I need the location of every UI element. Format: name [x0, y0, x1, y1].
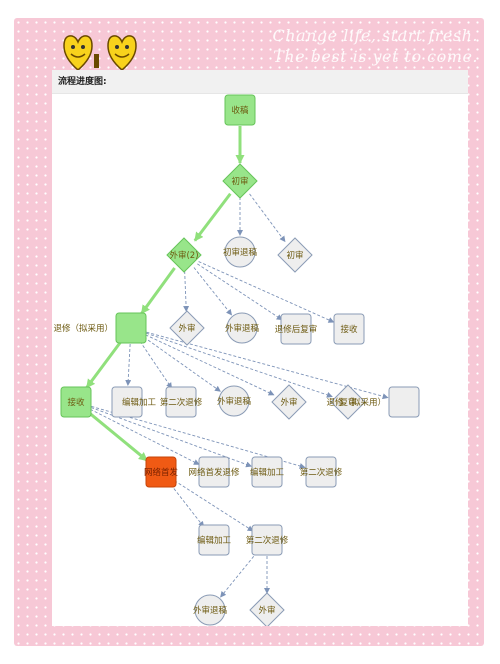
flow-node-label: 接收: [340, 324, 358, 335]
flow-node-label: 外审: [258, 605, 275, 616]
flow-node-label: 外审: [280, 397, 297, 408]
flow-edge-waishen2-to-waishen_a: [183, 270, 190, 313]
flow-node-bianji_a: 编辑加工: [111, 386, 157, 418]
flow-node-dierci_b: 第二次退修: [300, 456, 343, 488]
flow-node-label: 收稿: [231, 105, 249, 116]
flow-node-waishen_tuigao_b: 外审退稿: [217, 385, 252, 417]
flow-node-label: 复审: [339, 397, 356, 408]
flow-diagram: 收稿初审初审退稿初审外审(2)外审外审退稿退修后复审接收退修（拟采用）编辑加工第…: [53, 94, 420, 626]
banner-slogan-line2: The best is yet to come.: [273, 47, 478, 66]
flow-node-label: 退修后复审: [275, 324, 318, 335]
flow-edge-waishen2-to-tuixiu_ni: [140, 267, 176, 315]
flow-node-jieshou_a: 接收: [333, 313, 365, 345]
flow-edge-waishen2-to-jieshou_a: [198, 261, 335, 323]
flow-node-fushen: 复审: [330, 384, 366, 420]
flow-edge-tuixiu_ni-to-waishen_b: [145, 334, 275, 396]
flow-node-chushen2: 初审: [277, 237, 313, 273]
flow-node-label: 第二次退修: [300, 467, 343, 478]
flow-node-waishen_tuigao_a: 外审退稿: [225, 312, 260, 344]
flow-node-chushen: 初审: [222, 163, 258, 199]
flow-panel: 流程进度图: 收稿初审初审退稿初审外审(2)外审外审退稿退修后复审接收退修（拟采…: [52, 70, 468, 626]
flow-node-label: 退修（拟采用）: [326, 397, 386, 408]
flow-node-label: 初审: [231, 176, 248, 187]
flow-node-label: 外审(2): [169, 250, 198, 261]
flow-edge-wangluo_shoufa-to-bianji_c: [170, 484, 205, 528]
flow-node-label: 网络首发: [144, 467, 179, 478]
flow-node-label: 初审退稿: [223, 247, 258, 258]
flow-node-label: 网络首发退修: [188, 467, 240, 478]
flow-node-label: 第二次退修: [246, 535, 289, 546]
flow-node-shougao: 收稿: [224, 94, 256, 126]
flow-node-tuixiu_fushen: 退修后复审: [275, 313, 318, 345]
flow-edge-jieshou_main-to-bianji_b: [90, 407, 252, 468]
flow-edge-tuixiu_ni-to-waishen_tuigao_b: [143, 336, 221, 392]
flow-node-chushen_tuigao: 初审退稿: [223, 236, 258, 268]
flow-edge-waishen2-to-tuixiu_fushen: [197, 263, 283, 321]
flow-node-label: 外审退稿: [217, 396, 252, 407]
flow-node-wangluo_shoufa: 网络首发: [144, 456, 179, 488]
flow-edge-jieshou_main-to-wangluo_shoufa: [87, 411, 149, 462]
flow-node-waishen_tuigao_c: 外审退稿: [193, 594, 228, 626]
panel-title: 流程进度图:: [52, 70, 468, 94]
flow-edge-dierci_c-to-waishen_tuigao_c: [220, 552, 258, 598]
flow-node-jieshou_main: 接收: [60, 386, 92, 418]
flow-node-label: 编辑加工: [250, 467, 285, 478]
flow-node-label: 第二次退修: [160, 397, 203, 408]
flow-node-tuixiu_ni_b: 退修（拟采用）: [326, 386, 420, 418]
flow-edge-tuixiu_ni-to-fushen: [145, 332, 333, 398]
flow-node-waishen2: 外审(2): [166, 237, 202, 273]
flow-node-label: 编辑加工: [197, 535, 232, 546]
flow-node-label: 初审: [286, 250, 303, 261]
flow-node-bianji_c: 编辑加工: [197, 524, 232, 556]
flow-edge-chushen-to-chushen2: [249, 193, 286, 243]
flow-node-label: 编辑加工: [122, 397, 157, 408]
flow-node-label: 退修（拟采用）: [53, 323, 113, 334]
flow-edge-chushen-to-waishen2: [193, 192, 232, 242]
flow-node-label: 外审退稿: [225, 323, 260, 334]
flow-node-waishen_a: 外审: [169, 310, 205, 346]
flow-node-label: 接收: [67, 397, 85, 408]
flow-node-tuixiu_ni: 退修（拟采用）: [53, 312, 147, 344]
flow-edge-tuixiu_ni-to-dierci_a: [139, 341, 173, 389]
flow-node-waishen_c: 外审: [249, 592, 285, 626]
flow-node-label: 外审退稿: [193, 605, 228, 616]
flow-node-dierci_a: 第二次退修: [160, 386, 203, 418]
flow-node-bianji_b: 编辑加工: [250, 456, 285, 488]
flow-edge-tuixiu_ni-to-jieshou_main: [85, 339, 123, 389]
flow-edge-waishen2-to-waishen_tuigao_a: [193, 267, 233, 316]
smiley-mascot-icon: [63, 35, 137, 71]
flow-edge-jieshou_main-to-wangluo_tuixiu: [90, 408, 200, 465]
banner-slogan-line1: Change life, start fresh.: [272, 26, 478, 45]
flow-node-wangluo_tuixiu: 网络首发退修: [188, 456, 240, 488]
flow-edge-wangluo_shoufa-to-dierci_c: [174, 480, 254, 532]
flow-node-label: 外审: [178, 323, 195, 334]
flow-edge-tuixiu_ni-to-bianji_a: [125, 343, 132, 387]
flow-node-dierci_c: 第二次退修: [246, 524, 289, 556]
flow-node-waishen_b: 外审: [271, 384, 307, 420]
